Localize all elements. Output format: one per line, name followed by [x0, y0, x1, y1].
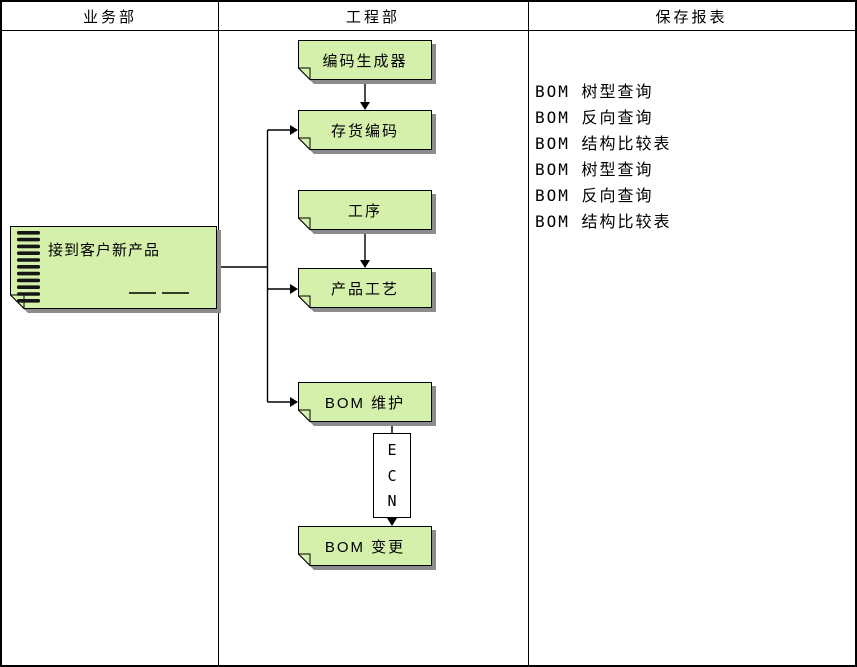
node-bom-maintain: BOM 维护 — [298, 382, 436, 426]
column-header-reports: 保存报表 — [528, 2, 855, 30]
report-item: BOM 结构比较表 — [535, 212, 672, 231]
column-header-label: 业务部 — [82, 8, 137, 26]
node-label: BOM 维护 — [324, 394, 406, 412]
node-label: 接到客户新产品 — [48, 242, 161, 259]
report-list: BOM 树型查询 BOM 反向查询 BOM 结构比较表 BOM 树型查询 BOM… — [535, 79, 672, 235]
node-receive-new-product: 接到客户新产品 — [10, 226, 221, 313]
card-shape — [298, 110, 436, 154]
arrow-codegen-to-inventory — [360, 80, 370, 110]
node-label: 存货编码 — [330, 122, 399, 140]
card-shape — [298, 190, 436, 234]
ecn-letter: C — [387, 466, 397, 485]
card-shape — [298, 382, 436, 426]
header-divider — [2, 30, 855, 31]
ecn-letter: E — [387, 441, 397, 460]
report-item: BOM 树型查询 — [535, 82, 654, 101]
report-item: BOM 树型查询 — [535, 160, 654, 179]
node-label: 编码生成器 — [322, 52, 408, 70]
ecn-label-box: E C N — [373, 433, 411, 518]
node-label: 产品工艺 — [330, 280, 399, 298]
node-label: BOM 变更 — [324, 538, 406, 556]
column-divider-1 — [218, 2, 219, 665]
document-shape — [10, 226, 221, 313]
card-shape — [298, 268, 436, 312]
column-header-engineering: 工程部 — [218, 2, 528, 30]
arrow-process-to-craft — [360, 230, 370, 268]
report-item: BOM 结构比较表 — [535, 134, 672, 153]
report-item: BOM 反向查询 — [535, 108, 654, 127]
node-inventory-code: 存货编码 — [298, 110, 436, 154]
card-shape — [298, 526, 436, 570]
node-process: 工序 — [298, 190, 436, 234]
column-header-label: 保存报表 — [655, 8, 728, 26]
ecn-letter: N — [387, 491, 397, 510]
node-label: 工序 — [347, 202, 382, 220]
node-bom-change: BOM 变更 — [298, 526, 436, 570]
node-code-generator: 编码生成器 — [298, 40, 436, 84]
column-header-business: 业务部 — [2, 2, 218, 30]
node-product-craft: 产品工艺 — [298, 268, 436, 312]
branch-from-document — [218, 125, 298, 407]
column-divider-2 — [528, 2, 529, 665]
report-item: BOM 反向查询 — [535, 186, 654, 205]
coil-binding-icon — [17, 231, 40, 303]
card-shape — [298, 40, 436, 84]
column-header-label: 工程部 — [345, 8, 400, 26]
